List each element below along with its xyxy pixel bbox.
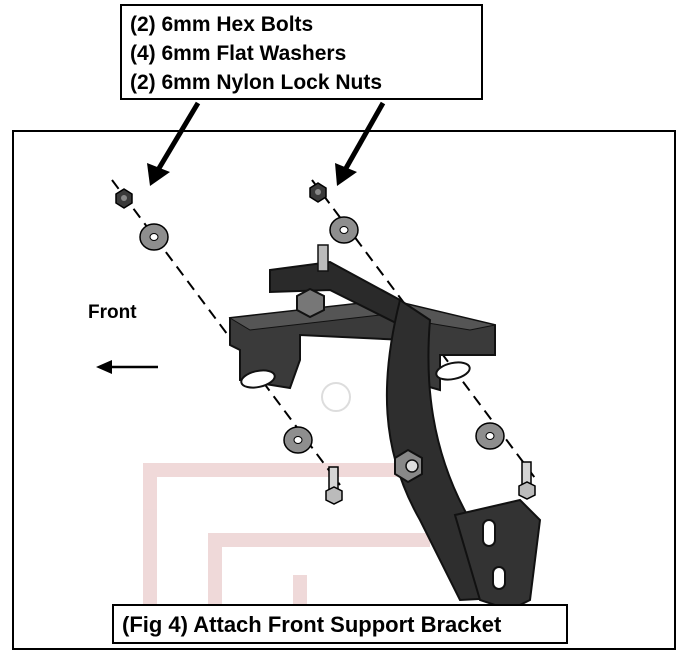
hardware-item-bolts: (2) 6mm Hex Bolts xyxy=(130,13,314,36)
watermark-registered-icon xyxy=(321,382,351,412)
pointer-arrow-right xyxy=(335,101,386,186)
upright-nut-icon xyxy=(296,287,325,319)
front-direction-arrow-icon xyxy=(96,360,158,374)
hardware-item-nuts: (2) 6mm Nylon Lock Nuts xyxy=(130,71,383,94)
slot-right xyxy=(435,361,471,381)
support-bracket xyxy=(228,244,542,612)
hardware-stack-right xyxy=(309,182,536,500)
upright-stud-icon xyxy=(317,244,329,272)
hex-bolt-icon xyxy=(325,466,343,505)
pointer-arrow-left xyxy=(147,101,201,186)
assembly-drawing xyxy=(96,101,542,631)
slot-left xyxy=(240,369,276,389)
hardware-list-box: (2) 6mm Hex Bolts (4) 6mm Flat Washers (… xyxy=(120,4,483,100)
hex-bolt-icon xyxy=(518,461,536,500)
flange-slot-top xyxy=(482,519,496,547)
front-direction-label: Front xyxy=(88,302,137,323)
hardware-item-washers: (4) 6mm Flat Washers xyxy=(130,42,347,65)
figure-caption: (Fig 4) Attach Front Support Bracket xyxy=(112,604,568,644)
flange-slot-bottom xyxy=(492,566,506,590)
hardware-stack-left xyxy=(115,188,343,505)
